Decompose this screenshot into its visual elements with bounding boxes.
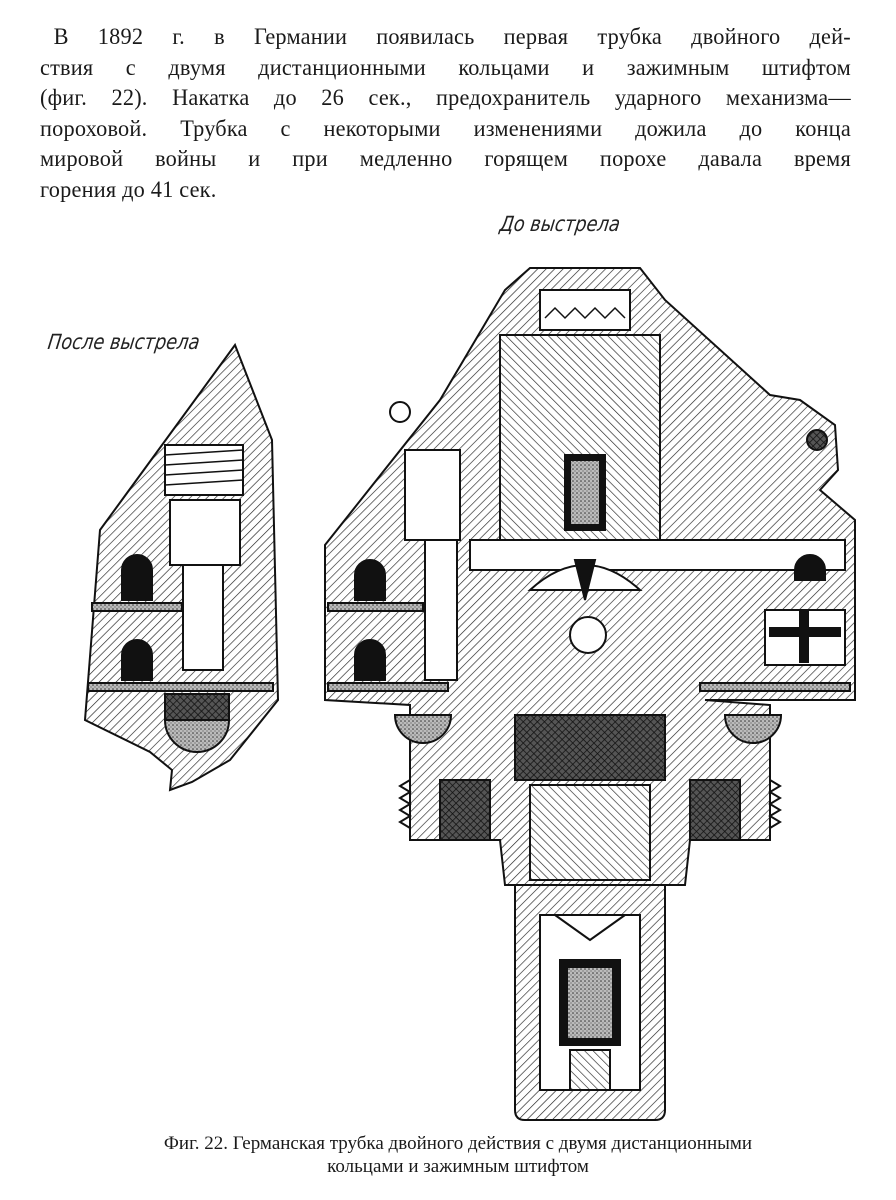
figure-caption: Фиг. 22. Германская трубка двойного дейс… — [40, 1132, 876, 1178]
paragraph-line: ствия с двумя дистанционными кольцами и … — [40, 54, 851, 80]
caption-line: кольцами и зажимным штифтом — [327, 1156, 589, 1177]
body-paragraph: В 1892 г. в Германии появилась первая тр… — [40, 22, 876, 205]
paragraph-line: пороховой. Трубка с некоторыми изменения… — [40, 115, 851, 141]
before-firing-section — [324, 267, 856, 1121]
paragraph-line: мировой войны и при медленно горящем пор… — [40, 146, 851, 171]
paragraph-line: В 1892 г. в Германии появилась первая тр… — [53, 24, 851, 49]
paragraph-line: (фиг. 22). Накатка до 26 сек., предохран… — [40, 85, 851, 110]
label-before-firing: До выстрела — [498, 212, 622, 236]
label-after-firing: После выстрела — [46, 330, 202, 354]
paragraph-line: горения до 41 сек. — [40, 176, 217, 202]
after-firing-section — [83, 342, 280, 792]
caption-line: Фиг. 22. Германская трубка двойного дейс… — [163, 1133, 753, 1154]
